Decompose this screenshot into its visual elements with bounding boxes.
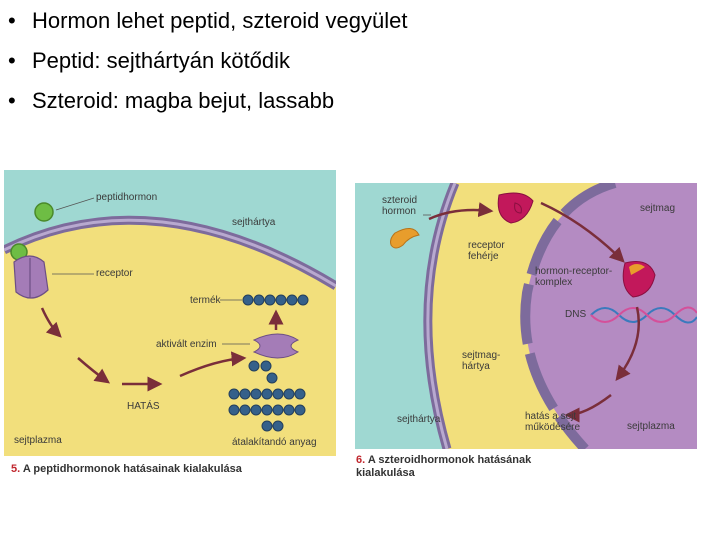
label-termek: termék <box>190 295 221 306</box>
label-sejthartya: sejthártya <box>397 414 441 425</box>
label-aktivalt-enzim: aktivált enzim <box>156 339 217 350</box>
label-line: szteroid <box>382 195 418 206</box>
label-line: sejtmag- <box>462 350 501 361</box>
bullet-text: Szteroid: magba bejut, lassabb <box>32 88 335 113</box>
label-sejtmag: sejtmag <box>640 203 676 214</box>
label-line: működésére <box>525 422 581 433</box>
label-sejtplazma: sejtplazma <box>14 435 62 446</box>
cell-membrane-inner <box>4 218 336 288</box>
bullet-text: Peptid: sejthártyán kötődik <box>32 48 291 73</box>
label-line: fehérje <box>468 251 499 262</box>
label-line: hatás a sejt <box>525 411 577 422</box>
bullet-dot: • <box>8 8 16 33</box>
bullet-item: • Hormon lehet peptid, szteroid vegyület <box>8 8 407 34</box>
label-hatas: HATÁS <box>127 401 160 412</box>
caption-number: 6. <box>356 454 366 466</box>
dna-helix <box>590 306 697 324</box>
figure-steroid-hormone <box>355 183 697 449</box>
nuclear-envelope <box>520 183 617 449</box>
label-sejtmaghartya: sejtmag- hártya <box>462 350 500 372</box>
nucleus <box>525 183 697 449</box>
label-sejthartya: sejthártya <box>232 217 276 228</box>
caption-figure6: 6. A szteroidhormonok hatásának kialakul… <box>356 454 531 480</box>
caption-text: A szteroidhormonok hatásának <box>367 454 532 466</box>
label-hormon-receptor-komplex: hormon-receptor- komplex <box>535 266 612 288</box>
pathway-arrows <box>40 307 284 392</box>
label-line: receptor <box>468 240 505 251</box>
label-line: hormon <box>382 206 416 217</box>
caption-line: 6. A szteroidhormonok hatásának <box>356 454 531 467</box>
bullet-text: Hormon lehet peptid, szteroid vegyület <box>32 8 408 33</box>
pathway-arrows <box>428 201 641 423</box>
substrate-molecules <box>228 360 306 432</box>
label-hatas-a-sejt-mukodesere: hatás a sejt működésére <box>525 411 580 433</box>
bullet-dot: • <box>8 48 16 73</box>
bullet-item: • Szteroid: magba bejut, lassabb <box>8 88 334 114</box>
caption-number: 5. <box>11 463 21 475</box>
figure-peptide-hormone <box>4 170 336 456</box>
receptor-protein <box>13 255 49 299</box>
activated-enzyme <box>252 333 300 359</box>
steroid-hormone <box>390 228 420 249</box>
label-receptor: receptor <box>96 268 133 279</box>
label-sejtplazma: sejtplazma <box>627 421 675 432</box>
caption-text: A peptidhormonok hatásainak kialakulása <box>22 463 242 475</box>
product-molecules <box>242 294 309 306</box>
caption-figure5: 5. A peptidhormonok hatásainak kialakulá… <box>11 463 242 476</box>
label-line: hormon-receptor- <box>535 266 613 277</box>
caption-line: kialakulása <box>356 467 415 479</box>
hormone-molecule <box>34 202 54 222</box>
label-line: hártya <box>462 361 490 372</box>
label-line: komplex <box>535 277 573 288</box>
label-szteroid-hormon: szteroid hormon <box>382 195 417 217</box>
label-peptidhormon: peptidhormon <box>96 192 158 203</box>
bullet-dot: • <box>8 88 16 113</box>
label-atalakitando-anyag: átalakítandó anyag <box>232 437 317 448</box>
label-dns: DNS <box>565 309 587 320</box>
label-receptor-feherje: receptor fehérje <box>468 240 505 262</box>
bullet-item: • Peptid: sejthártyán kötődik <box>8 48 290 74</box>
receptor-protein <box>497 192 534 224</box>
